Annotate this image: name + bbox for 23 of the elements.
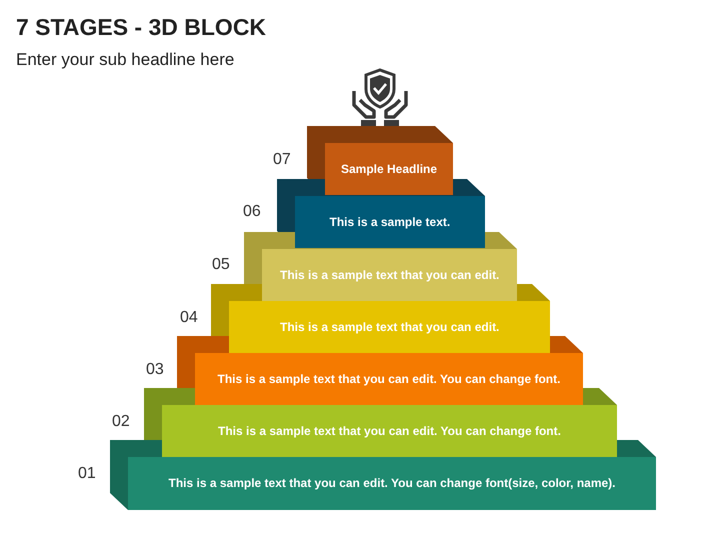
- subtitle: Enter your sub headline here: [16, 50, 234, 70]
- 3d-block: [195, 353, 583, 405]
- block-text: This is a sample text.: [330, 214, 450, 228]
- 3d-block: [229, 301, 550, 353]
- block-text: This is a sample text that you can edit.: [280, 320, 500, 334]
- step-number: 03: [146, 361, 164, 379]
- 3d-block: [295, 196, 485, 248]
- step-number: 07: [273, 151, 291, 169]
- 3d-block: [262, 249, 517, 301]
- title: 7 STAGES - 3D BLOCK: [16, 14, 266, 41]
- step-number: 04: [180, 309, 198, 327]
- 3d-block: [325, 143, 453, 195]
- step-number: 02: [112, 413, 130, 431]
- step-number: 06: [243, 203, 261, 221]
- block-text: This is a sample text that you can edit. You can change font(size, color, name).: [168, 476, 616, 490]
- step-number: 01: [78, 465, 96, 483]
- 3d-block: [162, 405, 617, 457]
- 3d-block: [128, 457, 656, 510]
- block-text: Sample Headline: [341, 162, 438, 176]
- step-number: 05: [212, 256, 230, 274]
- block-text: This is a sample text that you can edit.: [280, 268, 500, 282]
- block-text: This is a sample text that you can edit. You can change font.: [218, 424, 561, 438]
- block-text: This is a sample text that you can edit. You can change font.: [218, 372, 560, 386]
